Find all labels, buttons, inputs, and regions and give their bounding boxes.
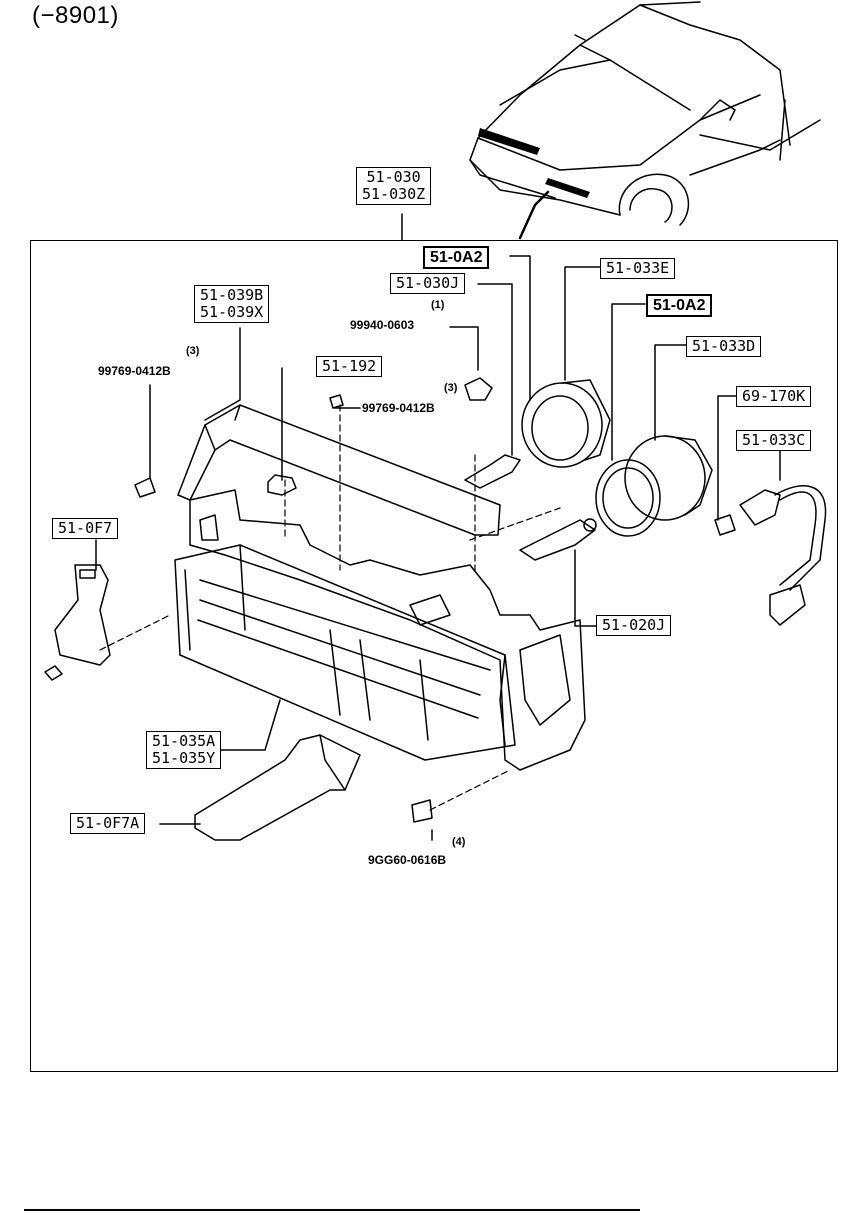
nut-part: 99940-0603 (350, 318, 415, 332)
bolt-part: 9GG60-0616B (368, 853, 447, 867)
callout-line: 51-039X (200, 303, 264, 321)
callout-left-bracket: 51-0F7 (52, 518, 119, 539)
bolt (411, 799, 433, 823)
nut (464, 377, 493, 401)
lens-unit (174, 544, 516, 761)
screw-bracket (44, 665, 63, 681)
screw-left-part: 99769-0412B (98, 364, 171, 378)
headlamp-housing (189, 489, 586, 771)
callout-socket: 51-033C (736, 430, 812, 451)
car-headlamp-highlight (478, 128, 590, 198)
callout-trim-bar: 51-039B 51-039X (194, 285, 270, 323)
bottom-rule (24, 1209, 640, 1211)
clip (267, 474, 297, 496)
callout-main-bulb: 51-020J (596, 615, 672, 636)
callout-line: 51-035Y (152, 749, 216, 767)
callout-clip: 51-192 (316, 356, 383, 377)
callout-cover-e: 51-033E (600, 258, 676, 279)
screw-top-qty: (3) (444, 382, 458, 394)
bulb-main (519, 519, 596, 561)
callout-ring-lower: 51-0A2 (646, 294, 713, 317)
car-illustration (469, 1, 821, 226)
callout-side-bulb: 69-170K (736, 386, 812, 407)
screw-top-part: 99769-0412B (362, 401, 435, 415)
nut-qty: (1) (431, 299, 445, 311)
callout-line: 51-035A (152, 732, 216, 750)
callout-line: 51-030Z (362, 185, 426, 203)
left-bracket (54, 564, 111, 666)
callout-cover-d: 51-033D (686, 336, 762, 357)
screw-left (134, 477, 156, 498)
callout-lens: 51-035A 51-035Y (146, 731, 222, 769)
range-code: (−8901) (32, 2, 119, 29)
callout-ring-upper: 51-0A2 (423, 246, 490, 269)
socket-harness (739, 485, 827, 626)
screw-top (329, 394, 344, 409)
callout-bottom-bracket: 51-0F7A (70, 813, 146, 834)
side-bulb (714, 514, 736, 536)
callout-bulb-socket: 51-030J (390, 273, 466, 294)
callout-headlamp-assy: 51-030 51-030Z (356, 167, 432, 205)
bulb-upper (464, 454, 521, 489)
callout-line: 51-039B (200, 286, 264, 304)
cover-d (624, 435, 706, 521)
trim-bar (177, 404, 501, 536)
callout-line: 51-030 (366, 168, 421, 186)
ring-lower (595, 459, 661, 537)
bottom-bracket (194, 734, 361, 841)
bolt-qty: (4) (452, 836, 466, 848)
diagram-frame (30, 240, 838, 1072)
screw-left-qty: (3) (186, 345, 200, 357)
